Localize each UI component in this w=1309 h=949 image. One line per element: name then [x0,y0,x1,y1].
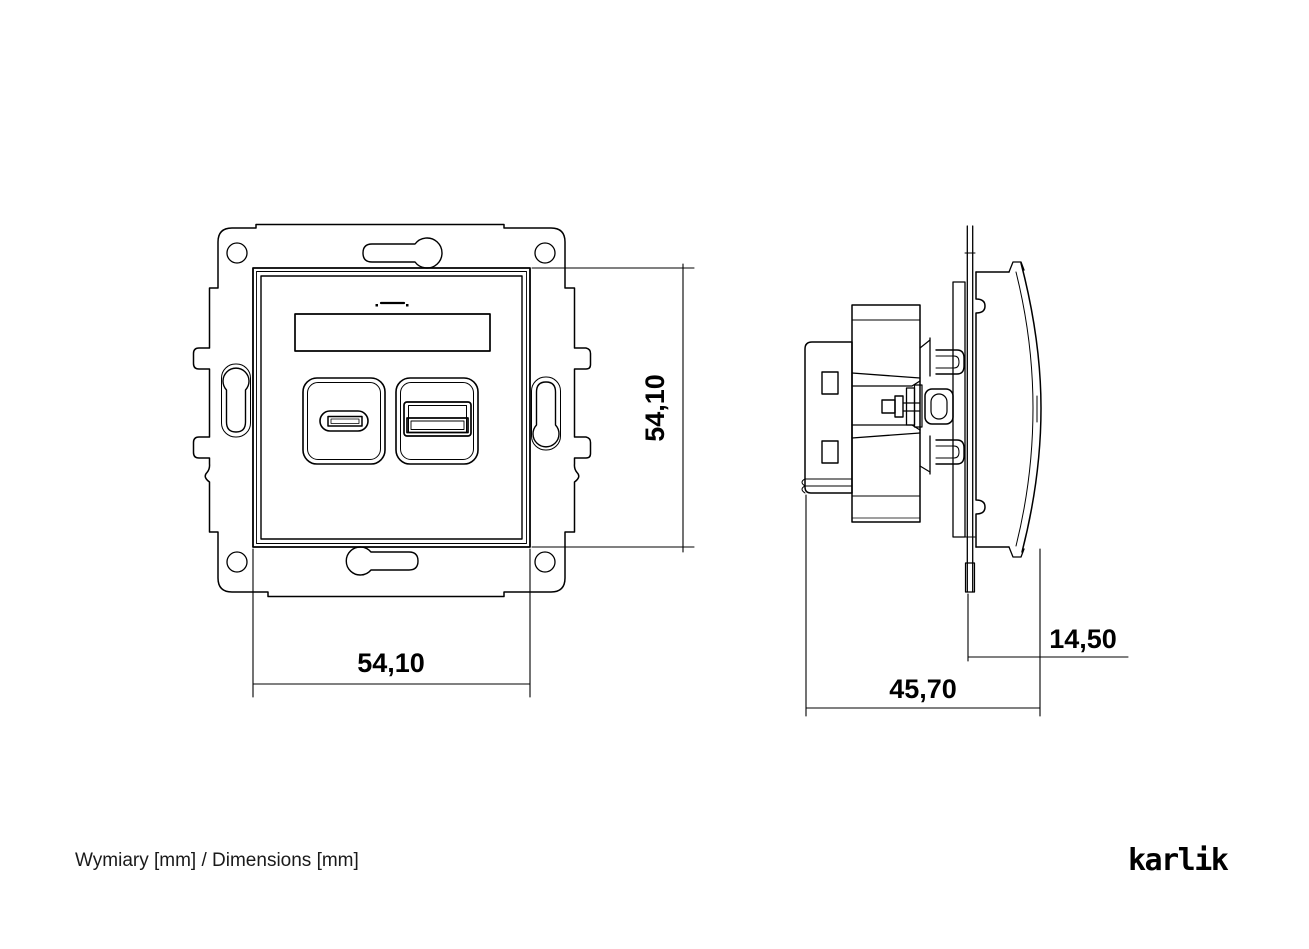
plate-mid-border [256,271,527,544]
plate-outer-border [252,267,531,548]
usb-c-opening [319,410,369,432]
usb-a-opening [403,401,472,437]
frame-flange [964,225,976,593]
plate-inner-border [260,275,523,540]
label-window [294,313,491,352]
lower-arm [851,424,921,439]
hook-inner [935,355,960,369]
hook-outer [935,349,965,375]
screw-washer-outer [913,384,923,428]
hook-outer [935,439,965,465]
screw-hole-bottom-right [534,551,556,573]
screw-washer-inner [905,387,916,426]
keyhole-slot-bottom [345,546,419,576]
mechanism-housing [851,304,921,523]
claw-block [804,341,853,494]
cover-front-curve-inner [1015,271,1034,547]
brand-logo: karlik [1128,843,1229,878]
usb-a-tongue [406,417,469,434]
dimension-front-height: 54,10 [531,263,695,553]
side-view [801,225,1042,593]
cover-back-edge [975,271,986,548]
dimension-side-total-depth: 45,70 [805,494,1041,717]
hook-diagonal [919,465,931,473]
side-front-depth-value: 14,50 [1049,624,1117,654]
hook-diagonal [919,339,931,349]
footer-caption: Wymiary [mm] / Dimensions [mm] [75,850,359,871]
hook-inner [935,445,960,459]
usb-a-bezel-inner [400,382,474,460]
dash-dot-left [375,304,378,307]
usb-c-bezel-inner [307,382,381,460]
mounting-frame-outline [192,223,592,598]
front-height-value: 54,10 [640,374,670,442]
upper-hook [919,337,965,377]
dash-dot-right [406,304,409,307]
keyhole-boss-right [531,376,561,451]
cover-front-curve-outer [1020,262,1042,553]
claw-block-hook [801,478,806,494]
usb-a-tongue-inner [410,420,465,430]
front-width-value: 54,10 [357,648,425,678]
keyhole-boss-left [221,363,251,438]
keyhole-slot-left [222,367,250,433]
support-wall [952,281,966,538]
screw-head [881,399,896,414]
screw-nut-inner [930,393,948,420]
usb-c-tongue-inner [330,418,360,424]
keyhole-slot-right [532,381,560,448]
cover-plate [975,261,1042,558]
dimension-front-width: 54,10 [252,548,531,698]
usb-c-tongue [327,415,363,427]
usb-a-opening-inner [408,405,467,433]
fixing-screw [881,384,954,428]
usb-c-bezel-outer [302,377,386,465]
side-total-depth-value: 45,70 [889,674,957,704]
front-view [192,223,592,598]
screw-hole-top-right [534,242,556,264]
flange-foot [964,562,976,593]
lower-hook [919,435,965,475]
usb-c-port [302,377,386,465]
upper-arm [851,372,921,387]
screw-hole-top-left [226,242,248,264]
usb-a-port [395,377,479,465]
claw-block-slot-upper [821,371,839,395]
cover-bottom-chamfer [1008,546,1025,558]
keyhole-slot-top [362,237,443,269]
screw-collar [894,395,904,418]
dimension-side-front-depth: 14,50 [967,593,1129,662]
screw-hole-bottom-left [226,551,248,573]
usb-a-bezel-outer [395,377,479,465]
claw-block-slot-lower [821,440,839,464]
